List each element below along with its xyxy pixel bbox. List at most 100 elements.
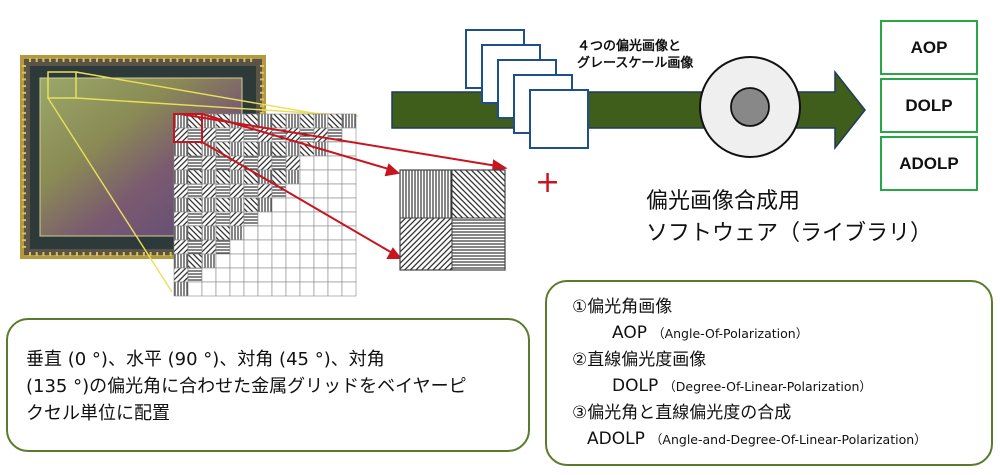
pixel-cell: [215, 267, 231, 283]
pixel-cell: [271, 113, 287, 129]
pixel-cell: [229, 281, 245, 297]
pixel-cell: [327, 197, 343, 213]
output-aop: AOP: [880, 20, 978, 75]
pixel-cell: [187, 281, 203, 297]
pixel-cell: [243, 225, 259, 241]
pixel-cell: [243, 239, 259, 255]
pixel-cell: [187, 183, 203, 199]
pixel-cell: [257, 155, 273, 171]
output-dolp: DOLP: [880, 78, 978, 133]
pixel-cell: [229, 267, 245, 283]
pixel-cell: [299, 155, 315, 171]
pixel-cell: [243, 169, 259, 185]
plus-sign: +: [535, 165, 561, 200]
inputs-caption: ４つの偏光画像と グレースケール画像: [577, 38, 693, 72]
pixel-cell: [187, 253, 203, 269]
list-item-2-full: （Degree-Of-Linear-Polarization）: [663, 379, 872, 394]
pixel-cell: [327, 281, 343, 297]
pixel-cell: [341, 113, 357, 129]
pixel-cell: [299, 281, 315, 297]
pixel-cell: [285, 211, 301, 227]
pixel-cell: [187, 169, 203, 185]
pixel-cell: [313, 253, 329, 269]
pixel-cell: [327, 155, 343, 171]
pixel-cell: [257, 113, 273, 129]
pixel-cell: [271, 267, 287, 283]
pixel-cell: [201, 169, 217, 185]
pixel-cell: [313, 225, 329, 241]
pixel-cell: [327, 267, 343, 283]
pixel-cell: [299, 211, 315, 227]
software-label-line2: ソフトウェア（ライブラリ）: [646, 221, 933, 246]
pixel-cell: [243, 253, 259, 269]
pixel-cell: [187, 127, 203, 143]
output-adolp: ADOLP: [880, 136, 978, 191]
pixel-cell: [229, 239, 245, 255]
list-item-3-title: ③偏光角と直線偏光度の合成: [572, 403, 792, 423]
left-text-line2: (135 °)の偏光角に合わせた金属グリッドをベイヤーピ: [26, 376, 467, 397]
pixel-cell: [215, 239, 231, 255]
pixel-cell: [299, 113, 315, 129]
pixel-cell: [215, 281, 231, 297]
pixel-cell: [187, 141, 203, 157]
pixel-cell: [285, 225, 301, 241]
pixel-cell: [173, 183, 189, 199]
input-image-stack: [465, 29, 589, 149]
pixel-cell: [271, 155, 287, 171]
pixel-cell: [299, 267, 315, 283]
left-text-line1: 垂直 (0 °)、水平 (90 °)、対角 (45 °)、対角: [26, 349, 385, 370]
pixel-cell: [285, 169, 301, 185]
pixel-cell: [271, 281, 287, 297]
pixel-cell: [187, 197, 203, 213]
list-item-1-title: ①偏光角画像: [572, 297, 673, 317]
pixel-cell: [257, 211, 273, 227]
pixel-cell: [201, 155, 217, 171]
pixel-cell: [187, 155, 203, 171]
pixel-cell: [313, 239, 329, 255]
pixel-cell: [285, 197, 301, 213]
pixel-cell: [285, 141, 301, 157]
pixel-cell: [341, 141, 357, 157]
list-item-2-abbr: DOLP: [612, 376, 659, 396]
pixel-cell: [299, 225, 315, 241]
pixel-cell: [271, 169, 287, 185]
pixel-cell: [187, 225, 203, 241]
pixel-cell: [215, 211, 231, 227]
pixel-cell: [313, 197, 329, 213]
pixel-cell: [229, 141, 245, 157]
list-item-3-full: （Angle-and-Degree-Of-Linear-Polarization…: [649, 432, 927, 447]
pixel-cell: [341, 253, 357, 269]
pixel-cell: [313, 281, 329, 297]
pixel-cell: [257, 183, 273, 199]
process-arrow: [391, 69, 866, 151]
pixel-cell: [257, 225, 273, 241]
pixel-cell: [229, 127, 245, 143]
pixel-cell: [313, 155, 329, 171]
pixel-cell: [215, 225, 231, 241]
pixel-cell: [271, 211, 287, 227]
pixel-cell: [173, 281, 189, 297]
inputs-caption-line2: グレースケール画像: [577, 56, 694, 71]
pixel-cell: [187, 267, 203, 283]
pixel-cell: [243, 211, 259, 227]
pixel-cell: [243, 281, 259, 297]
pixel-cell: [173, 155, 189, 171]
pixel-cell: [327, 113, 343, 129]
pixel-cell: [285, 239, 301, 255]
software-label-line1: 偏光画像合成用: [646, 189, 801, 214]
pixel-cell: [229, 169, 245, 185]
pixel-cell: [327, 169, 343, 185]
pixel-cell: [201, 281, 217, 297]
pixel-cell: [201, 239, 217, 255]
pixel-cell: [229, 197, 245, 213]
pixel-cell: [229, 211, 245, 227]
pixel-cell: [341, 169, 357, 185]
pixel-cell: [215, 183, 231, 199]
pixel-cell: [327, 253, 343, 269]
pixel-cell: [173, 267, 189, 283]
pixel-cell: [285, 155, 301, 171]
pixel-cell: [327, 239, 343, 255]
pixel-cell: [229, 253, 245, 269]
pixel-cell: [257, 197, 273, 213]
pixel-cell: [313, 169, 329, 185]
